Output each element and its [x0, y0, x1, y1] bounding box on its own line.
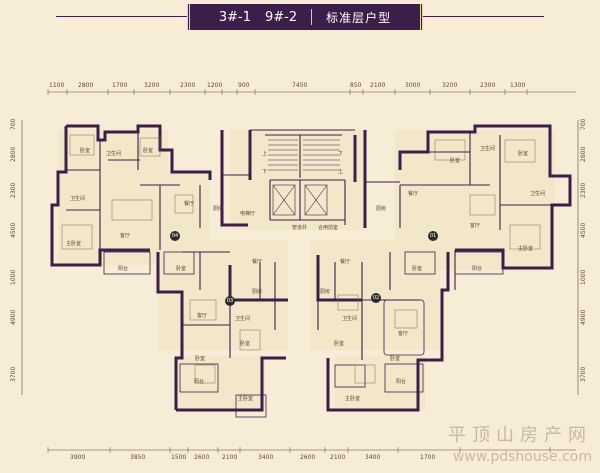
dim-right-2: 2800 — [580, 146, 587, 162]
dim-right-1: 700 — [580, 118, 587, 130]
banner-divider — [311, 9, 313, 25]
room-bedroom-03a: 卧室 — [195, 356, 206, 362]
room-living-01: 客厅 — [470, 223, 481, 229]
dim-bottom-1: 3900 — [70, 454, 86, 461]
unit-tag-02: 02 — [371, 293, 381, 303]
room-bedroom-02a: 卧室 — [334, 341, 345, 347]
dim-right-6: 4900 — [580, 309, 587, 325]
banner-rule-right — [417, 16, 544, 17]
stair-down-1: 下 — [338, 151, 344, 157]
dim-top-4: 3200 — [144, 82, 160, 89]
room-bath-04b: 卫生间 — [70, 196, 86, 202]
dim-top-1: 1100 — [49, 82, 65, 89]
room-bath-03: 卫生间 — [235, 316, 251, 322]
room-bedroom-01b: 卧室 — [518, 151, 529, 157]
room-bedroom-01c: 卧室 — [412, 266, 423, 272]
room-bedroom-04c: 卧室 — [176, 266, 187, 272]
banner-rule-left — [56, 16, 187, 17]
dim-top-9: 850 — [350, 82, 362, 89]
room-dining-04: 餐厅 — [184, 201, 195, 207]
room-bath-01b: 卫生间 — [530, 191, 546, 197]
dim-top-11: 3000 — [405, 82, 421, 89]
dim-right-3: 2300 — [580, 182, 587, 198]
room-kitchen-01: 厨房 — [376, 206, 387, 212]
dim-right-7: 3700 — [580, 366, 587, 382]
room-balcony-03: 阳台 — [194, 379, 205, 385]
dim-bottom-6: 3400 — [258, 454, 274, 461]
room-master-03: 主卧室 — [238, 396, 254, 402]
watermark-url: www.pdshouse.com — [452, 449, 592, 465]
unit-tag-03: 03 — [225, 296, 235, 306]
dim-right-5: 1000 — [580, 269, 587, 285]
room-bedroom-04a: 卧室 — [80, 148, 91, 154]
dim-left-6: 4900 — [10, 309, 17, 325]
room-kitchen-02: 厨房 — [320, 289, 331, 295]
dim-top-3: 1700 — [112, 82, 128, 89]
dim-top-12: 3200 — [442, 82, 458, 89]
room-bedroom-03b: 卧室 — [240, 341, 251, 347]
room-master-02: 主卧室 — [345, 396, 361, 402]
dim-left-5: 1000 — [10, 269, 17, 285]
dim-top-14: 1300 — [510, 82, 526, 89]
plan-banner: 3#-1 9#-2 标准层户型 — [187, 4, 423, 30]
dim-bottom-3: 1500 — [171, 454, 187, 461]
dim-bottom-4: 2600 — [194, 454, 210, 461]
dim-bottom-5: 2100 — [222, 454, 238, 461]
room-balcony-02: 阳台 — [396, 379, 407, 385]
dim-top-8: 7450 — [292, 82, 308, 89]
plan-title: 标准层户型 — [326, 10, 392, 25]
room-living-02: 客厅 — [398, 331, 409, 337]
room-kitchen-03: 厨房 — [252, 289, 263, 295]
room-balcony-01: 阳台 — [472, 266, 483, 272]
room-master-01: 主卧室 — [518, 246, 534, 252]
room-kitchen-04: 厨房 — [213, 206, 224, 212]
dim-left-7: 3700 — [10, 366, 17, 382]
room-balcony-04: 阳台 — [118, 266, 129, 272]
room-dining-01: 餐厅 — [408, 191, 419, 197]
room-pipe-shaft: 管道井 — [292, 225, 308, 231]
building-code-b: 9#-2 — [264, 9, 298, 25]
dim-left-2: 2800 — [10, 146, 17, 162]
dim-top-13: 2300 — [480, 82, 496, 89]
dim-right-4: 4500 — [580, 222, 587, 238]
dim-left-1: 700 — [10, 118, 17, 130]
dim-bottom-2: 3850 — [130, 454, 146, 461]
stair-down-2: 下 — [262, 169, 268, 175]
unit-tag-01: 01 — [428, 231, 438, 241]
building-code-a: 3#-1 — [218, 9, 251, 25]
dim-top-10: 2100 — [370, 82, 386, 89]
dim-bottom-10: 1700 — [420, 454, 436, 461]
room-bedroom-02b: 卧室 — [390, 356, 401, 362]
dim-left-4: 4500 — [10, 222, 17, 238]
dim-top-5: 2300 — [180, 82, 196, 89]
dim-left-3: 2300 — [10, 182, 17, 198]
dim-top-7: 900 — [238, 82, 250, 89]
room-dining-02: 餐厅 — [340, 259, 351, 265]
dim-bottom-9: 3400 — [365, 454, 381, 461]
room-bath-02: 卫生间 — [342, 316, 358, 322]
unit-tag-04: 04 — [170, 231, 180, 241]
room-living-03: 客厅 — [197, 313, 208, 319]
room-bedroom-01a: 卧室 — [450, 158, 461, 164]
room-bath-01a: 卫生间 — [480, 146, 496, 152]
dim-bottom-8: 2100 — [330, 454, 346, 461]
room-living-04: 客厅 — [120, 233, 131, 239]
dim-bottom-7: 2600 — [300, 454, 316, 461]
dim-top-6: 1200 — [207, 82, 223, 89]
room-bath-04a: 卫生间 — [106, 151, 122, 157]
stair-up-2: 上 — [338, 169, 344, 175]
room-master-04: 主卧室 — [66, 241, 82, 247]
room-elevator-hall: 电梯厅 — [240, 211, 256, 217]
stair-up-1: 上 — [262, 151, 268, 157]
dim-top-2: 2800 — [78, 82, 94, 89]
room-dining-03: 餐厅 — [252, 259, 263, 265]
watermark-cn: 平顶山房产网 — [448, 425, 592, 446]
room-corridor: 合用前室 — [318, 225, 339, 231]
room-bedroom-04b: 卧室 — [143, 148, 154, 154]
